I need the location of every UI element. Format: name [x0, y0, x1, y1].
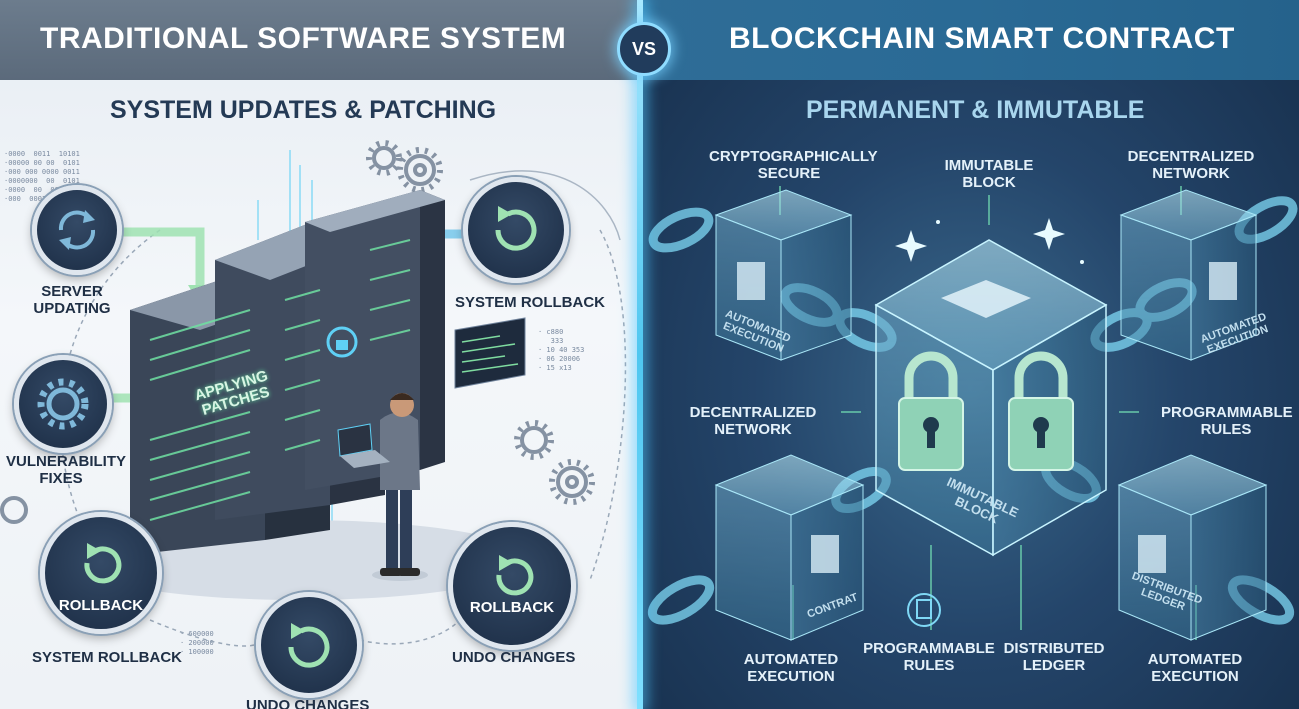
rollback-left-circle: ROLLBACK [40, 512, 162, 634]
rollback-icon [288, 623, 330, 668]
rollback-right-circle: ROLLBACK [448, 522, 576, 650]
blockchain-panel: BLOCKCHAIN SMART CONTRACT PERMANENT & IM… [641, 0, 1299, 709]
automated-execution-left-label: AUTOMATED EXECUTION [743, 651, 839, 685]
undo-changes-bottom-label: UNDO CHANGES [246, 697, 370, 709]
server-updating-label: SERVER UPDATING [33, 283, 111, 317]
vulnerability-fixes-label: VULNERABILITY FIXES [6, 453, 126, 487]
rollback-icon [495, 206, 537, 251]
vs-badge: VS [617, 22, 671, 76]
blockchain-title: BLOCKCHAIN SMART CONTRACT [729, 22, 1235, 55]
server-updating-circle [32, 185, 122, 275]
rollback-icon [84, 543, 122, 584]
automated-execution-right-label: AUTOMATED EXECUTION [1147, 651, 1243, 685]
blockchain-header-bar: BLOCKCHAIN SMART CONTRACT [641, 0, 1299, 80]
code-snippet-right: · c880 333 · 10 40 353 · 06 20006 · 15 x… [538, 328, 585, 372]
blockchain-diagram-art [647, 186, 1298, 641]
traditional-panel: TRADITIONAL SOFTWARE SYSTEM SYSTEM UPDAT… [0, 0, 641, 709]
system-rollback-top-label: SYSTEM ROLLBACK [455, 294, 605, 311]
rollback-left-label: ROLLBACK [58, 597, 144, 614]
traditional-subtitle: SYSTEM UPDATES & PATCHING [110, 96, 497, 124]
undo-changes-right-label: UNDO CHANGES [452, 649, 576, 666]
gear-icon [37, 378, 89, 430]
rollback-icon [496, 555, 534, 596]
distributed-ledger-label: DISTRIBUTED LEDGER [1003, 640, 1105, 674]
vulnerability-fixes-circle [14, 355, 112, 453]
traditional-title: TRADITIONAL SOFTWARE SYSTEM [40, 22, 567, 55]
undo-changes-circle [256, 592, 362, 698]
system-rollback-bottom-label: SYSTEM ROLLBACK [32, 649, 182, 666]
decentralized-network-left-label: DECENTRALIZED NETWORK [689, 404, 817, 438]
blockchain-subtitle: PERMANENT & IMMUTABLE [806, 96, 1145, 124]
padlock-icon [898, 351, 964, 471]
programmable-rules-bottom-label: PROGRAMMABLE RULES [863, 640, 995, 674]
padlock-icon [1008, 351, 1074, 471]
code-snippet-left: ·0000 0011 10101 ·00000 00 00 0101 ·000 … [4, 150, 80, 203]
rollback-right-label: ROLLBACK [469, 599, 555, 616]
traditional-header-bar: TRADITIONAL SOFTWARE SYSTEM [0, 0, 641, 80]
decentralized-network-top-label: DECENTRALIZED NETWORK [1127, 148, 1255, 182]
programmable-rules-right-label: PROGRAMMABLE RULES [1161, 404, 1293, 438]
immutable-block-top-label: IMMUTABLE BLOCK [944, 157, 1034, 191]
panel-divider [637, 0, 643, 709]
cryptographically-secure-label: CRYPTOGRAPHICALLY SECURE [709, 148, 878, 182]
system-rollback-circle [463, 177, 569, 283]
code-snippet-bottom: · 600000 · 200000 · 100000 [180, 630, 214, 656]
sync-icon [58, 210, 96, 250]
